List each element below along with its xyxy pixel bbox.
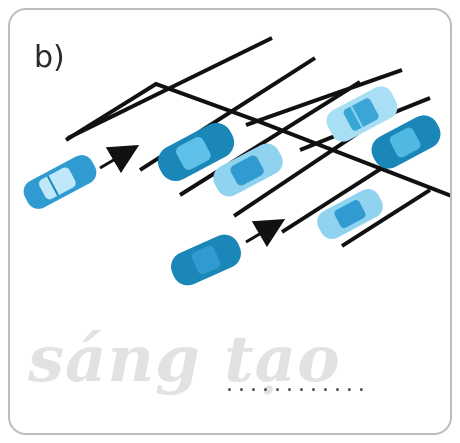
car-entering [171, 234, 241, 286]
arrow-icon [245, 218, 286, 248]
exercise-label: b) [34, 40, 65, 75]
car-parked-2 [213, 143, 283, 197]
arrow-icon [99, 144, 140, 174]
car-parked-3 [326, 86, 398, 142]
parking-diagram [23, 36, 450, 286]
watermark-text: sáng tạo [28, 322, 341, 397]
curb-line [64, 81, 450, 198]
stall-line [245, 68, 403, 127]
car-parked-1 [157, 122, 235, 182]
stall-line [67, 36, 273, 140]
car-parked-4 [371, 115, 441, 169]
car-parked-5 [317, 189, 383, 239]
exercise-panel: sáng tạo [8, 8, 452, 435]
stall-line [178, 80, 362, 197]
answer-blank: ............ [226, 372, 370, 397]
stall-line [340, 188, 432, 248]
car-moving-left [23, 155, 97, 209]
